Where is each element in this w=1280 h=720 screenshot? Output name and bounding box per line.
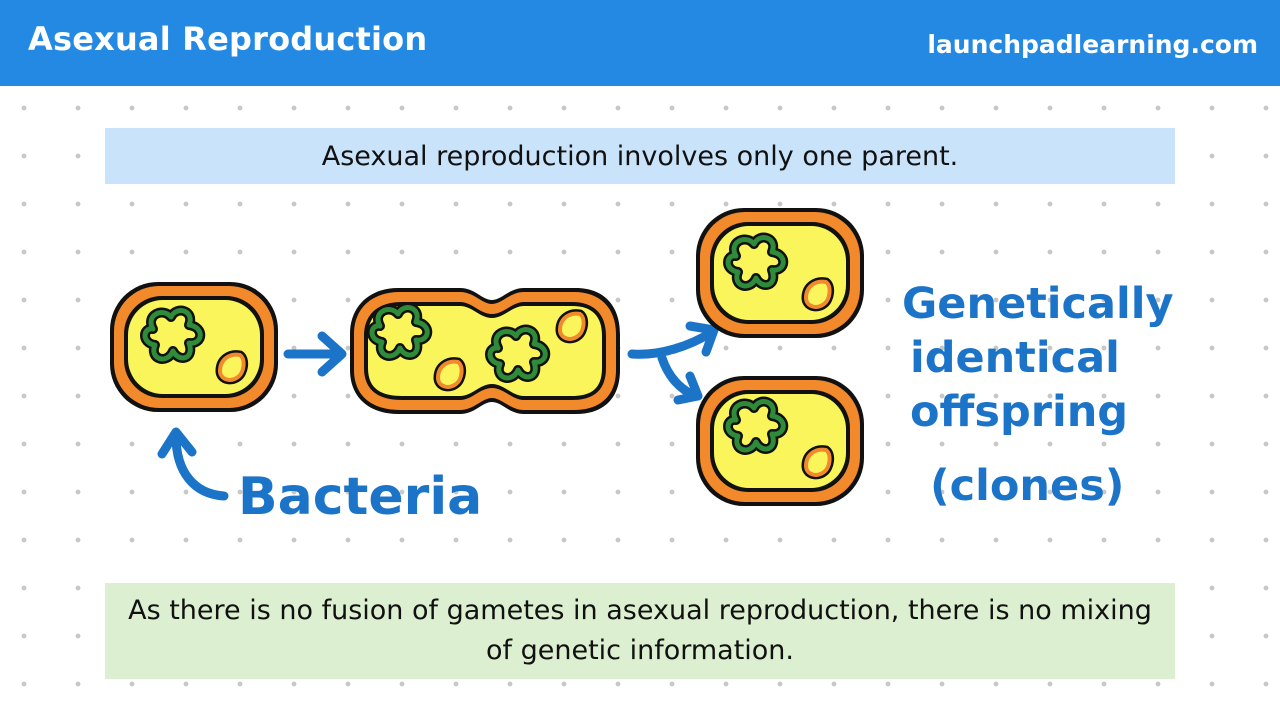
offspring-bacterium-top: [696, 208, 864, 338]
plasmid-icon: [806, 282, 830, 307]
dividing-bacterium: [350, 288, 620, 414]
offspring-label-line4: (clones): [930, 461, 1124, 511]
bacteria-label: Bacteria: [238, 467, 482, 527]
site-name: launchpadlearning.com: [927, 30, 1258, 59]
statement-box: Asexual reproduction involves only one p…: [105, 128, 1175, 184]
plasmid-icon: [220, 355, 244, 380]
parent-bacterium: [110, 282, 278, 412]
plasmid-icon: [560, 314, 584, 339]
offspring-bacterium-bottom: [696, 376, 864, 506]
plasmid-icon: [806, 450, 830, 475]
explanation-box: As there is no fusion of gametes in asex…: [105, 583, 1175, 679]
offspring-label-line2: identical: [910, 333, 1120, 383]
split-arrows-icon: [627, 321, 719, 405]
page-title: Asexual Reproduction: [28, 20, 428, 58]
header-bar: Asexual Reproduction launchpadlearning.c…: [0, 0, 1280, 86]
offspring-label-line3: offspring: [910, 387, 1128, 437]
arrow-right-icon: [283, 331, 347, 377]
curved-arrow-icon: [157, 427, 229, 501]
offspring-label-line1: Genetically: [902, 279, 1174, 329]
plasmid-icon: [438, 362, 462, 387]
